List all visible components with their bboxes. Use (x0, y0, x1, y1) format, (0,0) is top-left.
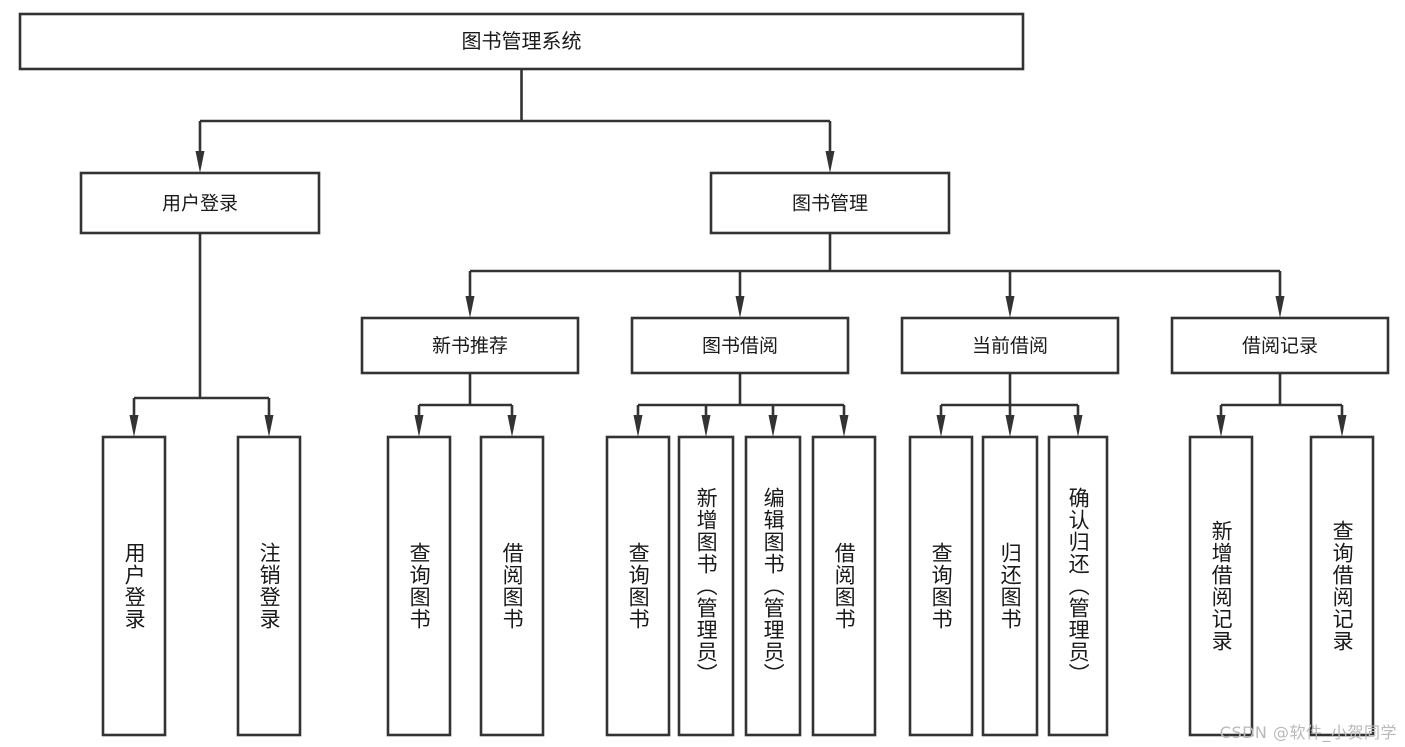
node-label-current-borrow: 当前借阅 (972, 335, 1048, 357)
arrow-to-current-borrow (1005, 296, 1015, 318)
arrow-to-leaf-query-book-3 (936, 415, 946, 437)
node-box-current-borrow[interactable] (900, 316, 1120, 375)
arrow-to-leaf-query-book-1 (414, 415, 424, 437)
arrow-to-leaf-user-login (129, 415, 139, 437)
arrow-to-leaf-borrow-book-2 (839, 415, 849, 437)
node-label-book-manage: 图书管理 (792, 193, 868, 215)
arrow-to-book-borrow (735, 296, 745, 318)
node-box-root[interactable] (18, 12, 1025, 71)
node-box-leaf-logout-login[interactable] (236, 435, 302, 737)
arrow-to-leaf-return-book (1005, 415, 1015, 437)
node-box-borrow-record[interactable] (1170, 316, 1390, 375)
node-box-leaf-confirm-return[interactable] (1047, 435, 1109, 737)
node-box-leaf-return-book[interactable] (981, 435, 1039, 737)
node-box-leaf-query-record[interactable] (1309, 435, 1375, 737)
arrow-to-book-manage (825, 151, 835, 173)
node-label-book-borrow: 图书借阅 (702, 335, 778, 357)
node-box-new-book-recommend[interactable] (360, 316, 580, 375)
node-label-new-book-recommend: 新书推荐 (432, 335, 508, 357)
arrow-to-leaf-add-book (701, 415, 711, 437)
arrow-to-user-login (195, 151, 205, 173)
watermark-text: CSDN @软件_小贺同学 (1219, 723, 1397, 742)
arrow-to-leaf-query-record (1337, 415, 1347, 437)
node-box-leaf-borrow-book-1[interactable] (479, 435, 545, 737)
node-label-user-login: 用户登录 (162, 193, 238, 215)
node-box-user-login[interactable] (79, 171, 321, 235)
node-box-book-manage[interactable] (709, 171, 951, 235)
node-box-leaf-user-login[interactable] (101, 435, 167, 737)
arrow-to-borrow-record (1275, 296, 1285, 318)
node-box-leaf-edit-book[interactable] (744, 435, 802, 737)
arrow-to-leaf-query-book-2 (633, 415, 643, 437)
node-box-book-borrow[interactable] (630, 316, 850, 375)
arrow-to-leaf-borrow-book-1 (507, 415, 517, 437)
node-box-leaf-add-book[interactable] (677, 435, 735, 737)
arrow-to-leaf-add-record (1216, 415, 1226, 437)
node-box-leaf-borrow-book-2[interactable] (811, 435, 877, 737)
arrow-to-new-book-recommend (465, 296, 475, 318)
node-label-root: 图书管理系统 (462, 29, 582, 53)
node-box-leaf-query-book-2[interactable] (605, 435, 671, 737)
node-label-borrow-record: 借阅记录 (1242, 335, 1318, 357)
arrow-to-leaf-logout-login (264, 415, 274, 437)
node-box-leaf-query-book-1[interactable] (386, 435, 452, 737)
node-box-leaf-add-record[interactable] (1188, 435, 1254, 737)
arrow-to-leaf-confirm-return (1073, 415, 1083, 437)
arrow-to-leaf-edit-book (768, 415, 778, 437)
node-box-leaf-query-book-3[interactable] (908, 435, 974, 737)
connectors-layer (129, 69, 1347, 437)
